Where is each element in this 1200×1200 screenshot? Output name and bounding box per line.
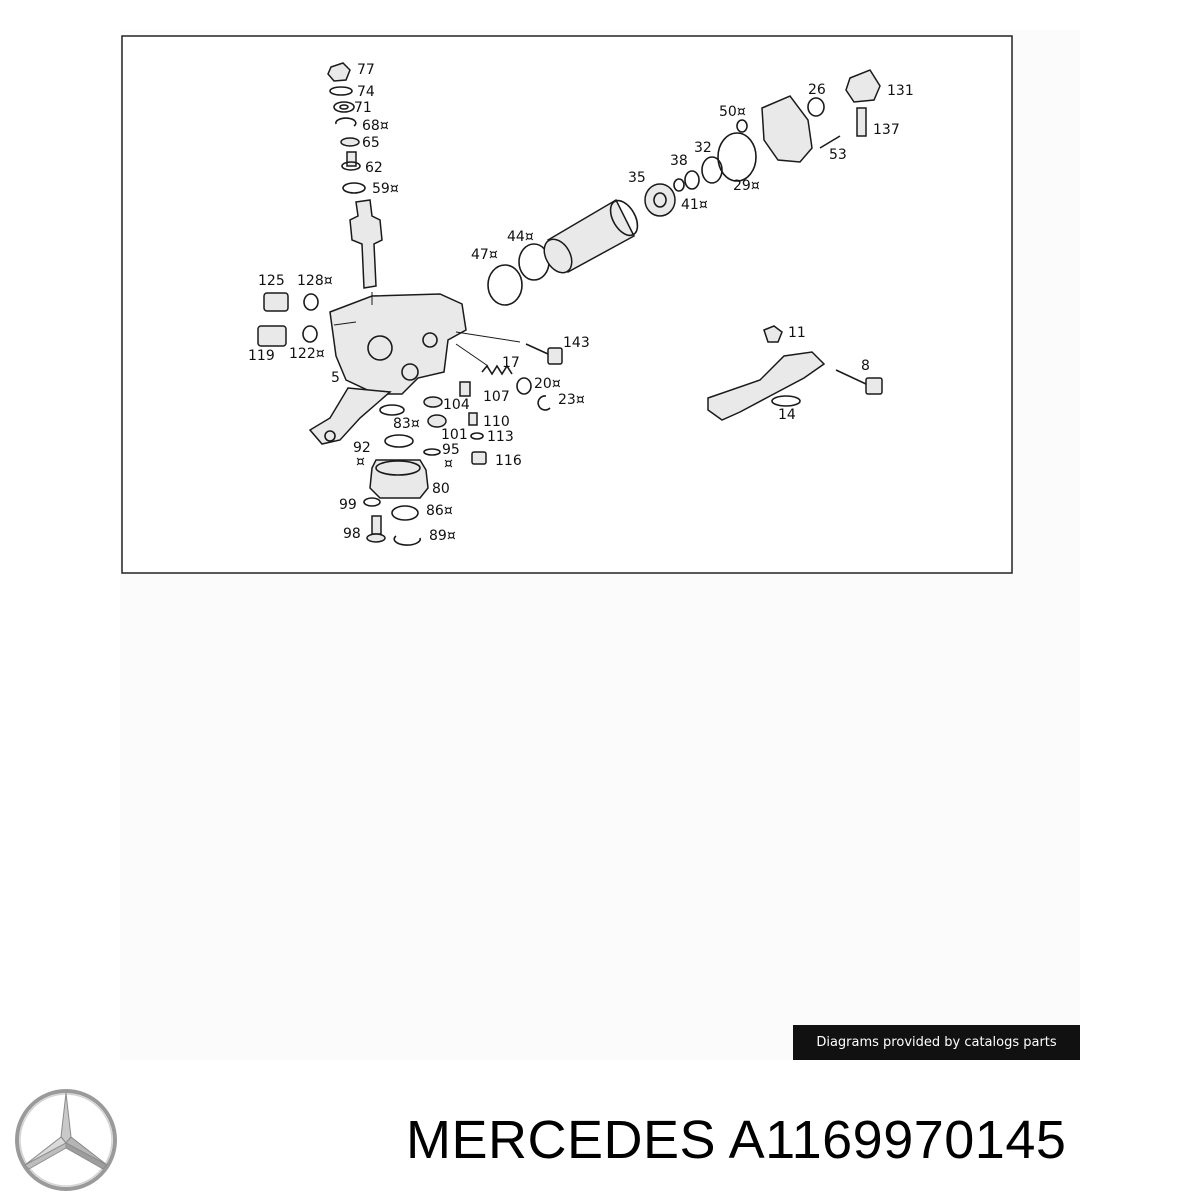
diagram-credit-badge: Diagrams provided by catalogs parts [793, 1025, 1080, 1060]
callout-label: 107 [483, 389, 510, 405]
callout-label: 62 [365, 160, 383, 176]
callout-label: 71 [354, 100, 372, 116]
callout-label: 20¤ [534, 376, 561, 392]
mercedes-star-icon [15, 1089, 117, 1191]
diagram-frame [121, 35, 1013, 574]
callout-label: 110 [483, 414, 510, 430]
callout-label: 125 [258, 273, 285, 289]
callout-label: 98 [343, 526, 361, 542]
callout-label: 74 [357, 84, 375, 100]
callout-label: 50¤ [719, 104, 746, 120]
callout-label: 131 [887, 83, 914, 99]
callout-label: 128¤ [297, 273, 333, 289]
callout-label: 65 [362, 135, 380, 151]
callout-label: 26 [808, 82, 826, 98]
callout-label: 32 [694, 140, 712, 156]
callout-label: 23¤ [558, 392, 585, 408]
callout-label: 80 [432, 481, 450, 497]
callout-label: 86¤ [426, 503, 453, 519]
callout-label: 92 [353, 440, 371, 456]
product-title: MERCEDES A1169970145 [406, 1110, 1067, 1170]
callout-label: ¤ [356, 454, 365, 470]
parts-drawing [257, 62, 883, 546]
callout-label: 89¤ [429, 528, 456, 544]
callout-label: ¤ [444, 456, 453, 472]
callout-label: 113 [487, 429, 514, 445]
callout-label: 17 [502, 355, 520, 371]
callout-label: 99 [339, 497, 357, 513]
callout-label: 29¤ [733, 178, 760, 194]
callout-label: 38 [670, 153, 688, 169]
callout-label: 35 [628, 170, 646, 186]
callout-label: 116 [495, 453, 522, 469]
callout-label: 47¤ [471, 247, 498, 263]
callout-label: 8 [861, 358, 870, 374]
callout-label: 11 [788, 325, 806, 341]
callout-label: 104 [443, 397, 470, 413]
callout-label: 101 [441, 427, 468, 443]
callout-label: 41¤ [681, 197, 708, 213]
callout-label: 122¤ [289, 346, 325, 362]
callout-label: 143 [563, 335, 590, 351]
callout-label: 83¤ [393, 416, 420, 432]
callout-label: 5 [331, 370, 340, 386]
callout-label: 137 [873, 122, 900, 138]
callout-label: 77 [357, 62, 375, 78]
callout-label: 95 [442, 442, 460, 458]
callout-label: 119 [248, 348, 275, 364]
callout-labels: 77 74 71 68¤ 65 62 59¤ 50¤ 26 131 137 53… [248, 62, 914, 544]
callout-label: 68¤ [362, 118, 389, 134]
callout-label: 59¤ [372, 181, 399, 197]
callout-label: 14 [778, 407, 796, 423]
callout-label: 44¤ [507, 229, 534, 245]
callout-label: 53 [829, 147, 847, 163]
